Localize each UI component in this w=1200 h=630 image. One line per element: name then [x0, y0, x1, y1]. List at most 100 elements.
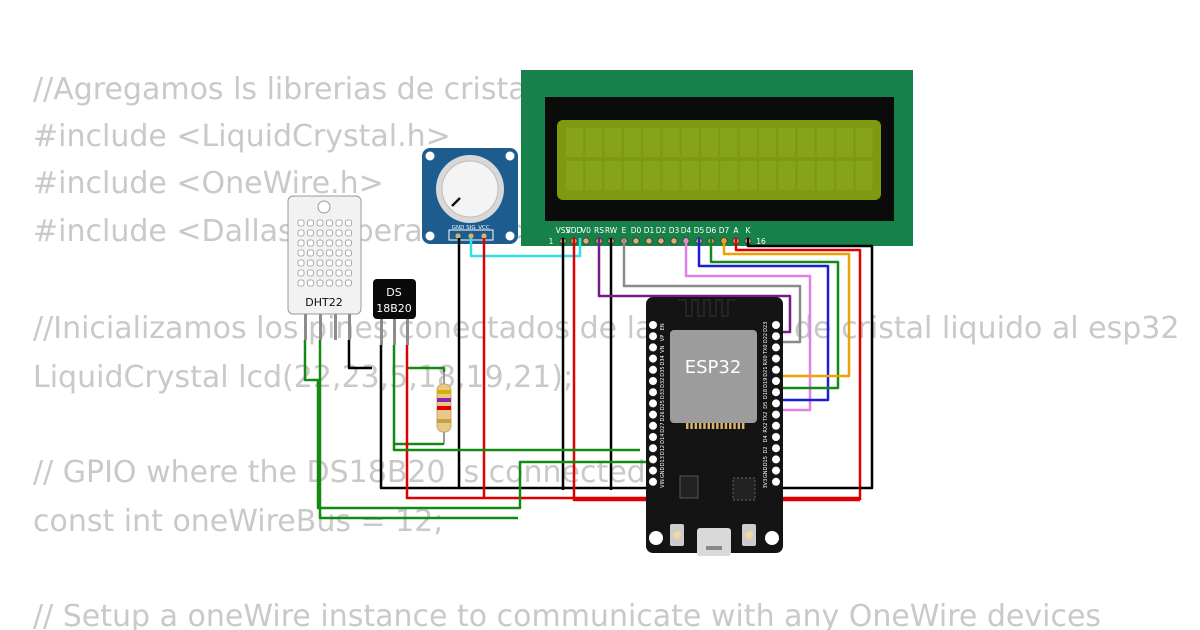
- esp32-castellation: [741, 423, 745, 429]
- ds18b20-label-line2: 18B20: [376, 302, 412, 315]
- esp32-pin[interactable]: [649, 466, 657, 475]
- esp32-right-header: D23D22TX0RX0D21D19D18D5TX2RX2D4D2D15GND3…: [763, 321, 780, 488]
- esp32-pin-label: D25: [660, 400, 666, 410]
- resistor[interactable]: [436, 372, 452, 444]
- wire-ds18b20-gnd: [379, 345, 459, 490]
- dht22-leg: [348, 314, 351, 340]
- esp32-pin[interactable]: [649, 388, 657, 397]
- pot-knob-indicator: [451, 197, 461, 207]
- lcd-cell: [739, 161, 757, 190]
- dht22-vent: [335, 219, 343, 227]
- esp32-pin[interactable]: [772, 388, 780, 397]
- esp32-pin[interactable]: [649, 321, 657, 329]
- lcd-pin[interactable]: [632, 237, 640, 245]
- esp32-pin[interactable]: [772, 410, 780, 419]
- dht22-vent: [297, 239, 305, 247]
- ds18b20-sensor[interactable]: DS 18B20: [373, 279, 416, 345]
- wire-ds18b20-gpio: [392, 444, 640, 452]
- lcd-pin-label: D4: [681, 226, 692, 235]
- esp32-pin[interactable]: [649, 444, 657, 453]
- pot-pin[interactable]: [468, 233, 474, 239]
- esp32-pin-label: EN: [660, 323, 666, 330]
- lcd-pin[interactable]: [582, 237, 590, 245]
- esp32-pin[interactable]: [772, 399, 780, 408]
- esp32-castellation: [694, 423, 698, 429]
- dht22-vent: [316, 269, 324, 277]
- dht22-sensor[interactable]: DHT22: [287, 195, 362, 340]
- esp32-pin[interactable]: [772, 421, 780, 430]
- esp32-pin[interactable]: [772, 354, 780, 363]
- dht22-vent: [307, 249, 314, 257]
- dht22-vent: [316, 249, 324, 257]
- esp32-castellation: [686, 423, 689, 429]
- dht22-vent: [326, 279, 333, 287]
- esp32-pin[interactable]: [772, 444, 780, 453]
- lcd-pin-label: VSS: [556, 226, 571, 235]
- pot-mount-hole: [425, 231, 435, 241]
- pot-pin[interactable]: [455, 233, 461, 239]
- esp32-pin[interactable]: [772, 433, 780, 441]
- dht22-vent: [297, 229, 305, 237]
- esp32-pin-label: GND: [763, 467, 769, 479]
- wire-pot-sig-lcd-v0: [469, 238, 582, 258]
- lcd-cell: [720, 128, 738, 157]
- dht22-vent: [307, 279, 314, 287]
- lcd-pin[interactable]: [670, 237, 678, 245]
- esp32-pin-label: D22: [763, 333, 769, 343]
- resistor-band: [437, 419, 451, 423]
- esp32-pin[interactable]: [772, 477, 780, 486]
- lcd-pin-number: 1: [549, 237, 554, 246]
- esp32-pin[interactable]: [772, 455, 780, 464]
- esp32-pin[interactable]: [649, 365, 657, 374]
- esp32-pin[interactable]: [649, 433, 657, 441]
- lcd-pin-label: VDD: [566, 226, 583, 235]
- lcd-pin[interactable]: [645, 237, 653, 245]
- esp32-pin[interactable]: [772, 365, 780, 374]
- esp32-pin[interactable]: [649, 354, 657, 363]
- dht22-grille: [297, 219, 352, 287]
- esp32-pin[interactable]: [649, 377, 657, 385]
- lcd-cell: [623, 128, 641, 157]
- esp32-pin[interactable]: [649, 455, 657, 464]
- esp32-pin[interactable]: [649, 332, 657, 341]
- esp32-pin[interactable]: [649, 477, 657, 486]
- esp32-pin[interactable]: [649, 410, 657, 419]
- esp32-usb-port[interactable]: [697, 528, 731, 556]
- lcd-pin-label: D3: [669, 226, 680, 235]
- dht22-vent: [335, 259, 343, 267]
- lcd-pin[interactable]: [657, 237, 665, 245]
- dht22-vent: [307, 229, 314, 237]
- pot-pin[interactable]: [481, 233, 487, 239]
- dht22-vent: [335, 279, 343, 287]
- lcd-cell: [566, 161, 583, 190]
- esp32-pin[interactable]: [649, 399, 657, 408]
- dht22-vent: [307, 239, 314, 247]
- esp32-pin[interactable]: [772, 466, 780, 475]
- dht22-vent: [297, 219, 305, 227]
- esp32-pin[interactable]: [772, 377, 780, 385]
- lcd-cell: [720, 161, 738, 190]
- esp32-pin[interactable]: [649, 343, 657, 352]
- esp32-board[interactable]: ESP32 ENVPVND34D35D32D33D25D26D27D14D12D…: [646, 297, 783, 556]
- esp32-pin[interactable]: [772, 343, 780, 352]
- pot-knob[interactable]: [441, 160, 499, 218]
- lcd-cell: [797, 128, 815, 157]
- esp32-pin[interactable]: [649, 421, 657, 430]
- lcd-pin-label: E: [622, 226, 627, 235]
- dht22-vent: [345, 239, 352, 247]
- esp32-pin[interactable]: [772, 321, 780, 329]
- dht22-vent: [326, 249, 333, 257]
- esp32-castellation: [698, 423, 702, 429]
- dht22-vent: [316, 279, 324, 287]
- esp32-pin-label: D13: [660, 456, 666, 466]
- resistor-band: [437, 398, 451, 402]
- esp32-en-button-cap: [673, 531, 681, 539]
- esp32-pin[interactable]: [772, 332, 780, 341]
- dht22-vent: [297, 279, 305, 287]
- wire-lcd-d4: [684, 238, 812, 412]
- lcd-cell: [816, 161, 834, 190]
